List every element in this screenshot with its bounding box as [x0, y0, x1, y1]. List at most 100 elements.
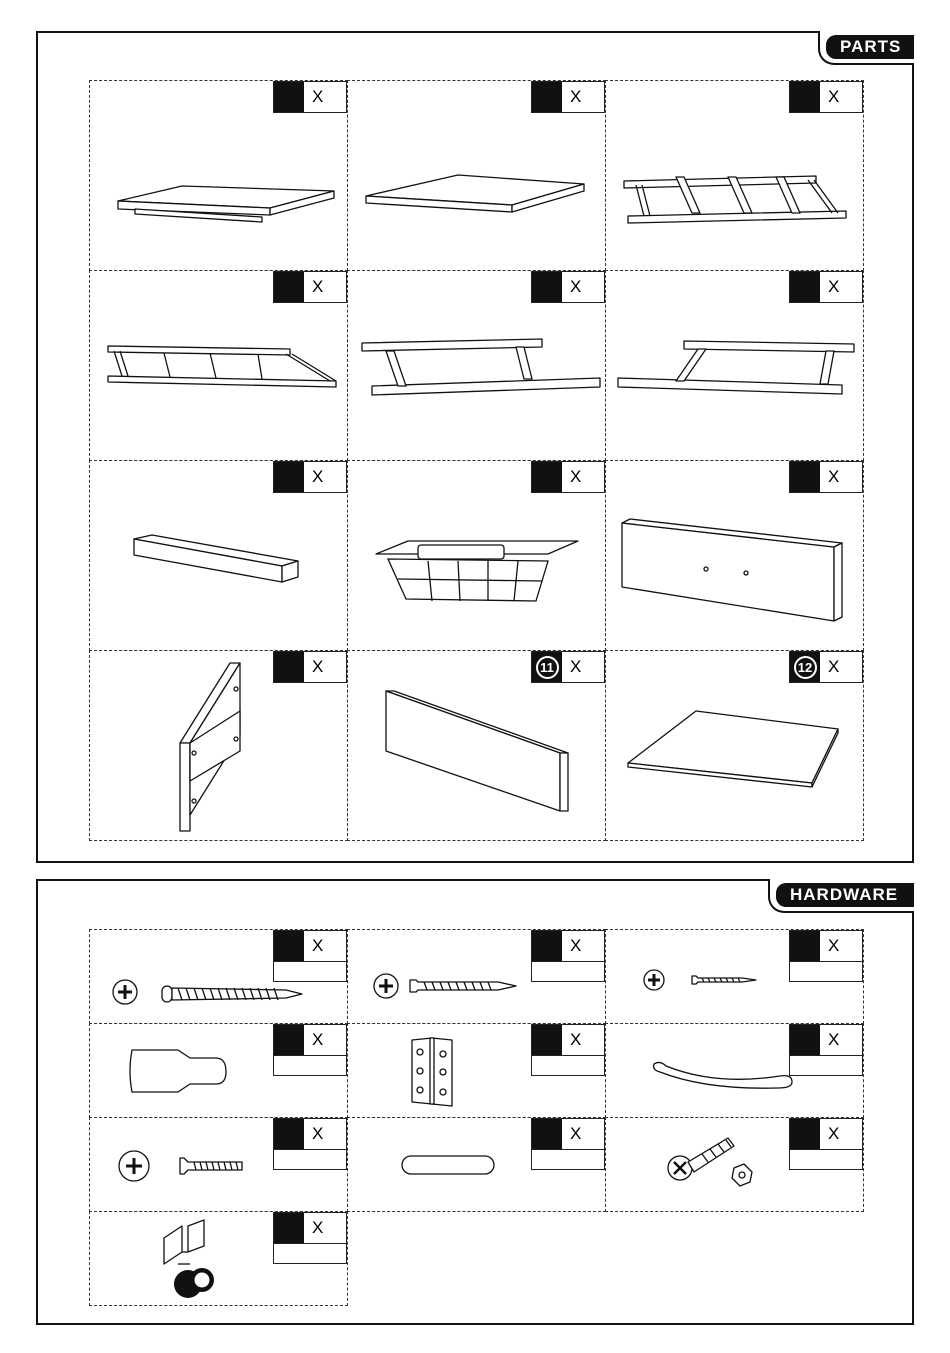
quantity-multiplier: X [304, 1213, 346, 1243]
quantity-box: X [273, 1118, 347, 1170]
part-cell: X [347, 460, 606, 651]
parts-title: PARTS [826, 35, 914, 59]
part-number [274, 931, 304, 961]
quantity-box: X [789, 271, 863, 303]
hardware-cell: X [347, 1023, 606, 1118]
hardware-cell: X [605, 1117, 864, 1212]
quantity-multiplier: X [304, 82, 323, 112]
part-cell: X [347, 80, 606, 271]
quantity-box: X [273, 651, 347, 683]
part-cell: X [605, 80, 864, 271]
quantity-blank [790, 1056, 862, 1075]
part-number-label: 11 [536, 656, 559, 679]
quantity-box: X [789, 1118, 863, 1170]
quantity-multiplier: X [562, 931, 604, 961]
quantity-box: X [531, 1024, 605, 1076]
part-number: 11 [532, 652, 562, 682]
hardware-title: HARDWARE [776, 883, 914, 907]
part-number [790, 1119, 820, 1149]
quantity-multiplier: X [562, 1025, 604, 1055]
part-number [532, 1119, 562, 1149]
parts-tab: PARTS [818, 31, 914, 65]
quantity-box: X [273, 81, 347, 113]
quantity-multiplier: X [562, 462, 581, 492]
quantity-box: X [531, 930, 605, 982]
quantity-multiplier: X [304, 462, 323, 492]
quantity-multiplier: X [820, 1119, 862, 1149]
part-number [790, 82, 820, 112]
quantity-box: X [789, 461, 863, 493]
part-number [790, 462, 820, 492]
quantity-box: X [273, 461, 347, 493]
quantity-multiplier: X [562, 82, 581, 112]
quantity-multiplier: X [820, 462, 839, 492]
quantity-blank [790, 1150, 862, 1169]
quantity-multiplier: X [304, 1025, 346, 1055]
quantity-box: X [531, 461, 605, 493]
part-number [274, 82, 304, 112]
part-number [532, 82, 562, 112]
hardware-cell: X [89, 1211, 348, 1306]
quantity-box: X [531, 81, 605, 113]
quantity-multiplier: X [304, 1119, 346, 1149]
part-number [274, 1119, 304, 1149]
quantity-box: X [789, 1024, 863, 1076]
part-cell: X [89, 460, 348, 651]
hardware-cell: X [89, 1117, 348, 1212]
quantity-multiplier: X [820, 272, 839, 302]
quantity-box: X [273, 1212, 347, 1264]
quantity-multiplier: X [820, 652, 839, 682]
quantity-blank [532, 1056, 604, 1075]
quantity-blank [274, 1056, 346, 1075]
hardware-cell: X [347, 1117, 606, 1212]
part-number [274, 462, 304, 492]
quantity-box: X [273, 271, 347, 303]
part-number [274, 1213, 304, 1243]
part-number-label: 12 [794, 656, 817, 679]
part-number [790, 1025, 820, 1055]
quantity-blank [790, 962, 862, 981]
hardware-cell: X [89, 1023, 348, 1118]
part-number: 12 [790, 652, 820, 682]
hardware-cell: X [605, 929, 864, 1024]
hardware-tab: HARDWARE [768, 879, 914, 913]
part-number [790, 272, 820, 302]
quantity-multiplier: X [562, 652, 581, 682]
part-number [532, 462, 562, 492]
hardware-cell: X [347, 929, 606, 1024]
part-number [274, 272, 304, 302]
quantity-blank [274, 962, 346, 981]
quantity-multiplier: X [820, 931, 862, 961]
quantity-blank [274, 1150, 346, 1169]
hardware-cell: X [89, 929, 348, 1024]
part-cell: X [89, 270, 348, 461]
quantity-box: X [789, 81, 863, 113]
part-number [532, 272, 562, 302]
quantity-box: X [531, 1118, 605, 1170]
quantity-multiplier: X [304, 272, 323, 302]
quantity-multiplier: X [562, 272, 581, 302]
part-number [532, 1025, 562, 1055]
part-number [532, 931, 562, 961]
part-cell: X [89, 80, 348, 271]
hardware-cell: X [605, 1023, 864, 1118]
quantity-multiplier: X [304, 931, 346, 961]
quantity-blank [532, 1150, 604, 1169]
quantity-multiplier: X [820, 82, 839, 112]
quantity-blank [532, 962, 604, 981]
part-number [274, 652, 304, 682]
quantity-blank [274, 1244, 346, 1263]
quantity-multiplier: X [562, 1119, 604, 1149]
part-cell: X [347, 270, 606, 461]
quantity-box: X [789, 930, 863, 982]
part-cell: X [605, 270, 864, 461]
quantity-box: X [273, 1024, 347, 1076]
part-cell: X [605, 460, 864, 651]
quantity-multiplier: X [304, 652, 323, 682]
quantity-multiplier: X [820, 1025, 862, 1055]
quantity-box: X [531, 271, 605, 303]
